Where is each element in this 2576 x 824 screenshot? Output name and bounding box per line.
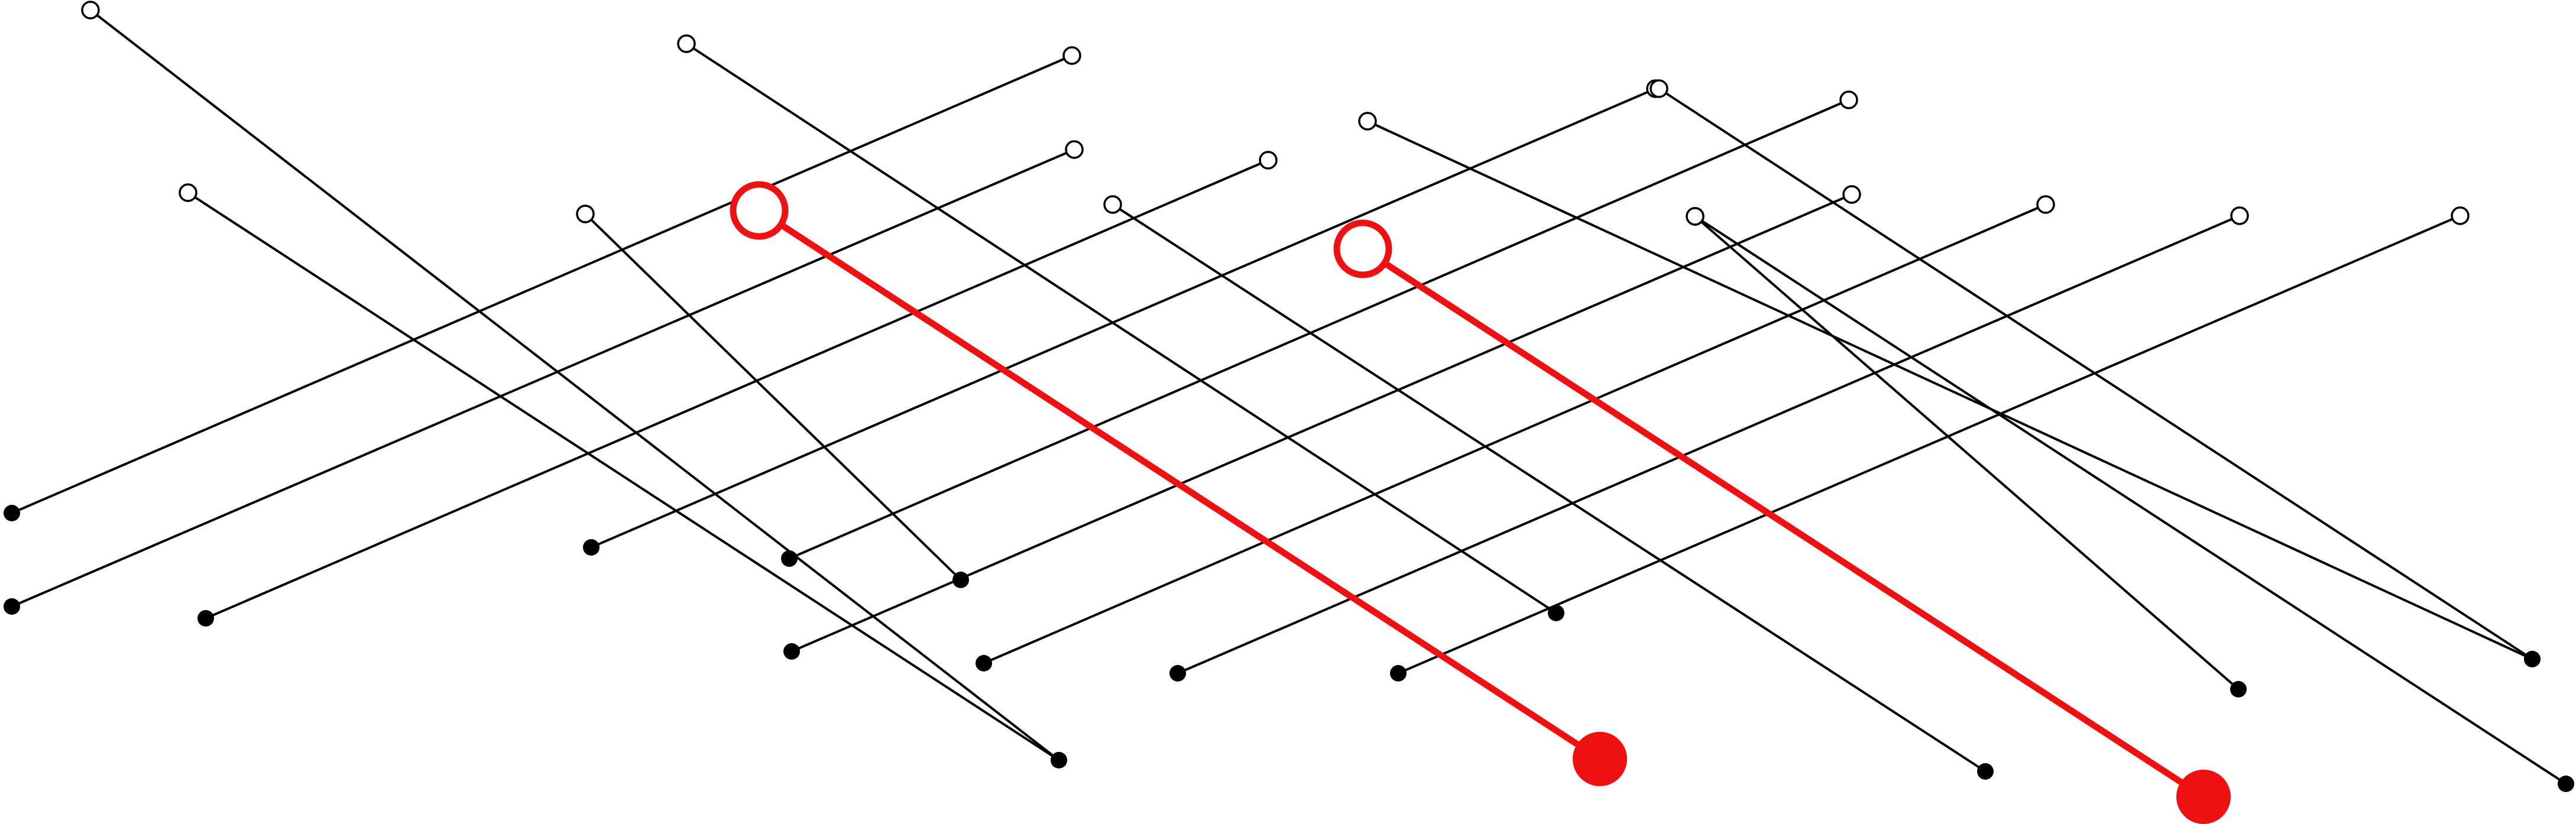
segment-02 <box>4 140 1084 615</box>
open-endpoint <box>677 34 696 53</box>
segment-11 <box>179 183 1067 768</box>
segment-line <box>685 43 1557 614</box>
segment-line <box>11 148 1075 608</box>
filled-endpoint <box>4 598 20 615</box>
segment-17 <box>1686 207 2247 698</box>
highlighted-segment-20 <box>1333 219 2231 824</box>
highlighted-segment-line <box>756 207 1603 763</box>
segment-line <box>983 203 2047 664</box>
open-endpoint <box>1062 46 1081 65</box>
segment-13 <box>677 34 1564 621</box>
highlighted-filled-endpoint <box>2176 770 2231 824</box>
segment-09 <box>1390 206 2470 682</box>
segment-line <box>1658 87 2533 660</box>
open-endpoint <box>1686 207 1705 226</box>
segment-06 <box>783 185 1861 660</box>
open-endpoint <box>1839 90 1858 109</box>
filled-endpoint <box>1548 605 1564 621</box>
segment-line <box>790 193 1853 653</box>
open-endpoint <box>2230 206 2249 225</box>
segment-04 <box>583 79 1665 556</box>
filled-endpoint <box>1051 752 1067 768</box>
open-endpoint <box>179 183 197 202</box>
filled-endpoint <box>583 539 600 556</box>
filled-endpoint <box>783 643 800 660</box>
segment-03 <box>197 151 1278 627</box>
segment-01 <box>4 46 1081 521</box>
open-endpoint <box>576 205 595 223</box>
segment-line <box>1397 215 2461 674</box>
filled-endpoint <box>4 505 20 521</box>
filled-endpoint <box>2230 681 2247 698</box>
highlighted-filled-endpoint <box>1573 732 1627 786</box>
segment-line <box>11 54 1073 514</box>
open-endpoint <box>81 1 100 20</box>
open-endpoint <box>1103 195 1122 214</box>
segment-line <box>187 192 1060 761</box>
open-endpoint <box>2036 195 2055 214</box>
segment-15 <box>1358 112 2541 667</box>
segment-07 <box>976 195 2055 671</box>
highlighted-open-endpoint <box>1333 219 1392 278</box>
segment-line <box>584 213 962 581</box>
segment-line <box>205 159 1269 619</box>
segment-line <box>1366 120 2533 660</box>
open-endpoint <box>1842 185 1861 204</box>
filled-endpoint <box>976 655 992 671</box>
highlighted-segment-19 <box>730 181 1627 786</box>
segment-16 <box>1650 79 2541 667</box>
filled-endpoint <box>1977 763 1994 780</box>
segment-line <box>1694 215 2240 690</box>
highlighted-open-endpoint <box>730 181 789 240</box>
filled-endpoint <box>952 572 969 588</box>
segment-18 <box>1686 207 2574 792</box>
filled-endpoint <box>2558 776 2574 792</box>
segment-14 <box>1103 195 1994 780</box>
open-endpoint <box>1358 112 1377 131</box>
open-endpoint <box>2451 206 2470 225</box>
segment-line <box>1694 215 2567 785</box>
filled-endpoint <box>1390 665 1407 682</box>
highlighted-segment-line <box>1359 245 2207 800</box>
segment-line <box>1177 215 2241 674</box>
segment-12 <box>576 205 969 588</box>
filled-endpoint <box>1169 665 1186 682</box>
open-endpoint <box>1065 140 1084 159</box>
open-endpoint <box>1259 151 1278 170</box>
segment-10 <box>81 1 1067 768</box>
segment-line <box>590 87 1657 549</box>
filled-endpoint <box>197 610 214 627</box>
segment-line <box>1112 203 1987 773</box>
segment-line <box>788 99 1850 560</box>
open-endpoint <box>1650 79 1668 98</box>
filled-endpoint <box>2524 651 2541 667</box>
segment-line <box>89 9 1060 761</box>
